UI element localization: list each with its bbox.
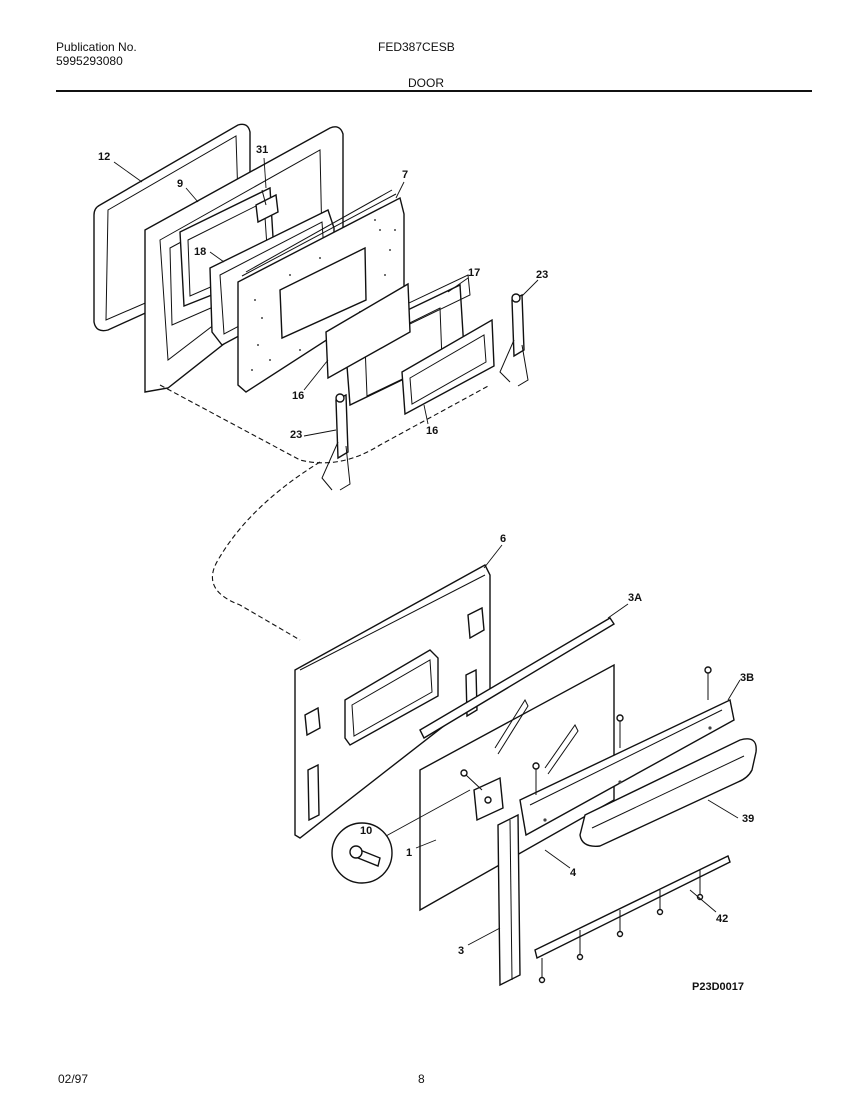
callout-10: 10	[360, 825, 372, 837]
handle-end-bracket	[473, 776, 504, 822]
callout-18: 18	[194, 246, 206, 258]
screw-detail-part-10	[331, 789, 471, 884]
model-number: FED387CESB	[378, 40, 455, 54]
glass-panel-part-16-lower	[401, 318, 495, 416]
top-trim-part-3A	[419, 617, 615, 739]
callout-12: 12	[98, 151, 110, 163]
callout-16-upper: 16	[292, 390, 304, 402]
section-title: DOOR	[408, 76, 444, 90]
handle-strip-part-3B	[519, 698, 735, 837]
footer-page-number: 8	[418, 1072, 425, 1086]
door-handle-part-39	[579, 738, 757, 847]
callout-42: 42	[716, 913, 728, 925]
door-glass-part-1	[419, 663, 615, 912]
footer-date: 02/97	[58, 1072, 89, 1086]
assembly-path-lower	[211, 461, 321, 641]
door-hinge-part-23-right	[499, 293, 529, 387]
glass-panel-part-16-upper	[325, 282, 411, 380]
outer-door-panel-part-6	[294, 564, 491, 839]
assembly-path-upper	[159, 384, 491, 464]
callout-3: 3	[458, 945, 464, 957]
callout-9: 9	[177, 178, 183, 190]
callout-1: 1	[406, 847, 412, 859]
callout-23-right: 23	[536, 269, 548, 281]
callout-31: 31	[256, 144, 268, 156]
side-trim-part-3	[497, 813, 521, 987]
callout-3A: 3A	[628, 592, 642, 604]
callout-39: 39	[742, 813, 754, 825]
callout-23-left: 23	[290, 429, 302, 441]
callout-6: 6	[500, 533, 506, 545]
leader-lines	[113, 157, 741, 946]
bottom-trim-part-42	[534, 855, 731, 984]
callout-17: 17	[468, 267, 480, 279]
latch-bracket-part-31	[255, 189, 279, 224]
header-rule	[56, 90, 812, 92]
drawing-id: P23D0017	[692, 981, 744, 993]
callout-7: 7	[402, 169, 408, 181]
handle-screws	[460, 666, 712, 795]
publication-number: 5995293080	[56, 54, 123, 68]
callout-3B: 3B	[740, 672, 754, 684]
publication-label: Publication No.	[56, 40, 137, 54]
callout-16-lower: 16	[426, 425, 438, 437]
door-hinge-part-23-left	[321, 393, 351, 491]
callout-4: 4	[570, 867, 577, 879]
